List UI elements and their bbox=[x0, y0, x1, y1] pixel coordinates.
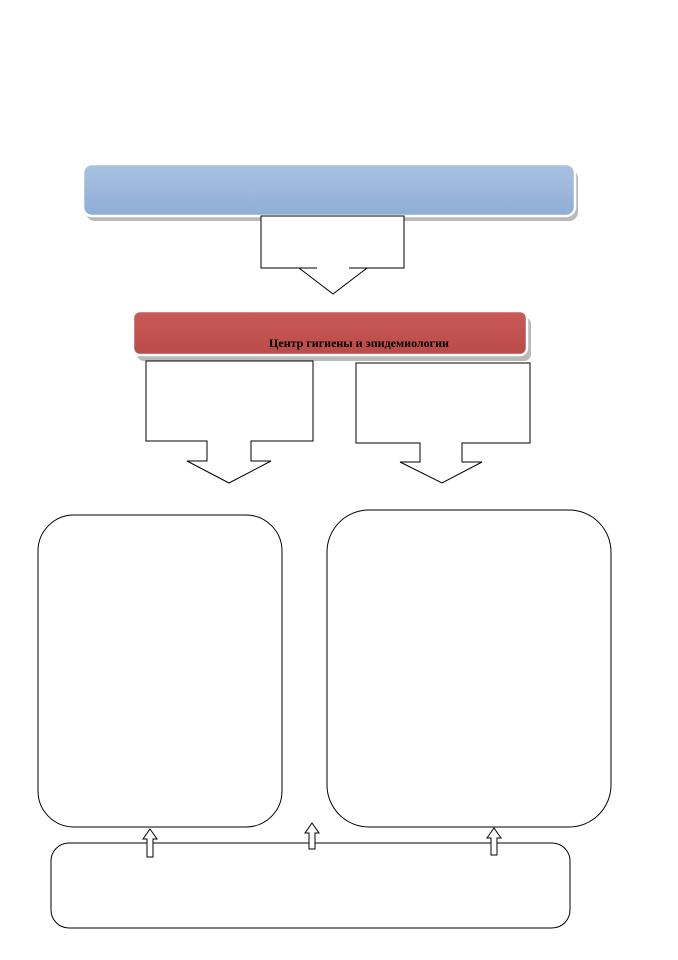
bottom-box-shape bbox=[50, 842, 571, 929]
center-box-shape bbox=[131, 309, 529, 357]
right-panel-shape bbox=[326, 509, 612, 828]
top-box-shape bbox=[81, 162, 577, 218]
right-panel bbox=[326, 509, 612, 828]
center-box: Центр гигиены и эпидемиологии bbox=[131, 309, 531, 361]
up-arrow-left bbox=[142, 828, 158, 858]
up-arrow-right bbox=[486, 827, 502, 856]
down-arrow-left bbox=[145, 360, 314, 484]
down-arrow-1 bbox=[260, 215, 405, 295]
up-arrow-center bbox=[304, 822, 320, 850]
bottom-box bbox=[50, 842, 571, 929]
top-box bbox=[81, 162, 578, 221]
center-box-label: Центр гигиены и эпидемиологии bbox=[269, 336, 449, 350]
left-panel bbox=[37, 514, 283, 828]
down-arrow-right bbox=[355, 362, 531, 484]
left-panel-shape bbox=[37, 514, 283, 828]
